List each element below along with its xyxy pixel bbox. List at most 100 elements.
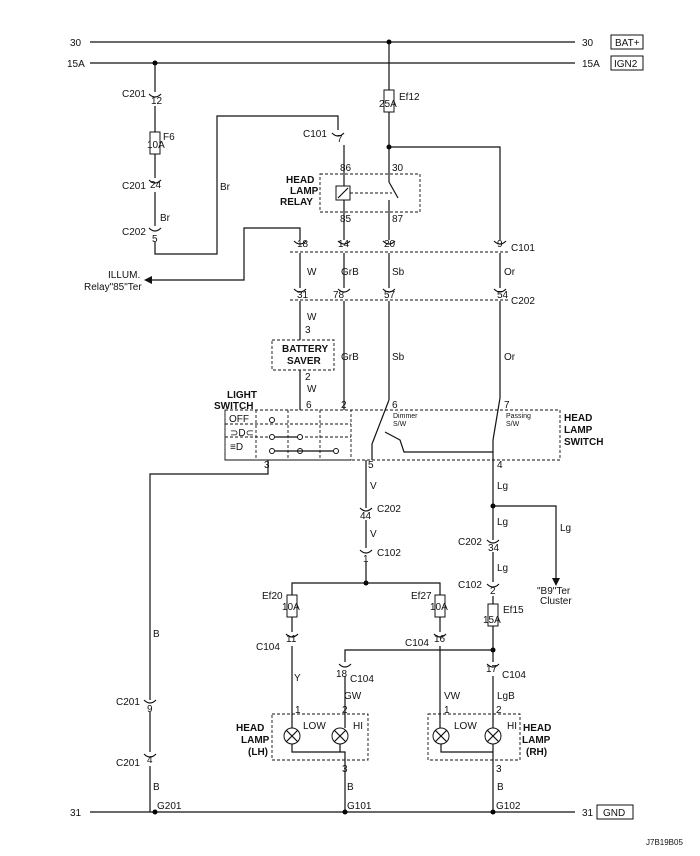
fuse-f6-rating: 10A: [147, 140, 165, 151]
passing-sw-label-2: S/W: [506, 421, 520, 428]
wire-lg-label-3: Lg: [497, 563, 508, 574]
ign2-label: IGN2: [614, 59, 638, 70]
lamp-rh-pin-2: 2: [496, 705, 502, 716]
saver-pin-2: 2: [305, 372, 311, 383]
lamp-lh-title-2: LAMP: [241, 735, 270, 746]
fuse-ef27-name: Ef27: [411, 591, 432, 602]
c201-24-connector: C201: [122, 181, 146, 192]
wire-or-label-1: Or: [504, 267, 516, 278]
c104-17-pin: 17: [486, 664, 498, 675]
c104-16-pin: 16: [434, 634, 446, 645]
c104-connector-c: C104: [350, 674, 374, 685]
fuse-ef15-rating: 15A: [483, 615, 501, 626]
wire-v-label-1: V: [370, 481, 377, 492]
c101-connector-label: C101: [511, 243, 535, 254]
head-lamp-relay: C101 7 86 30 85 87 HEAD LAMP RELAY: [280, 129, 421, 240]
c202-pin-31: 31: [297, 290, 309, 301]
fuse-ef12-rating: 25A: [379, 99, 397, 110]
c202-pin-54: 54: [497, 290, 509, 301]
wire-vw-label: VW: [444, 691, 461, 702]
low-beam-feed: V 44 C202 V C102 1: [291, 460, 441, 595]
wire-v-label-2: V: [370, 529, 377, 540]
gnd-label: GND: [603, 808, 625, 819]
mid-wires: W GrB Sb Or: [299, 253, 516, 288]
lamp-lh-hi-label: HI: [353, 721, 363, 732]
illum-lead: ILLUM. Relay"85"Ter: [84, 227, 301, 293]
high-beam-feed: Lg Lg Lg "B9"Ter Cluster C202 34 Lg C102…: [336, 460, 572, 728]
relay-pin-85: 85: [340, 214, 352, 225]
switch-pin-6-dimmer: 6: [392, 400, 398, 411]
relay-title-1: HEAD: [286, 175, 314, 186]
light-switch-title-1: LIGHT: [227, 390, 257, 401]
fuse-ef12-name: Ef12: [399, 92, 420, 103]
fuse-f6-name: F6: [163, 132, 175, 143]
wire-sb-label-2: Sb: [392, 352, 405, 363]
c102-1-pin: 1: [363, 554, 369, 565]
fuse-ef20-name: Ef20: [262, 591, 283, 602]
battery-saver: BATTERY SAVER 2 W: [271, 339, 335, 410]
fuse-ef27-rating: 10A: [430, 602, 448, 613]
switch-feed-wires: W 3 GrB Sb Or: [299, 301, 516, 410]
c202-pin-57: 57: [384, 290, 396, 301]
illum-label-1: ILLUM.: [108, 270, 140, 281]
lamp-lh-pin-3: 3: [342, 764, 348, 775]
c202-5-pin: 5: [152, 234, 158, 245]
fuse-ef20-branch: Ef20 10A 11 C104 Y: [256, 591, 301, 728]
switch-pin-4: 4: [497, 460, 503, 471]
wire-or-label-2: Or: [504, 352, 516, 363]
lamp-lh-pin-2: 2: [342, 705, 348, 716]
c104-connector-a: C104: [256, 642, 280, 653]
fuse-ef27-branch: Ef27 10A 16 C104 VW: [405, 591, 461, 728]
bat-plus-label: BAT+: [615, 38, 640, 49]
lamp-rh-title-2: LAMP: [522, 735, 551, 746]
wire-b-label-left: B: [153, 629, 160, 640]
lamp-rh-title-3: (RH): [526, 747, 547, 758]
switch-pin-7: 7: [504, 400, 510, 411]
head-lamp-switch-assembly: LIGHT SWITCH HEAD LAMP SWITCH OFF ⊃D⊂ ≡D…: [214, 390, 603, 471]
switch-pin-3: 3: [264, 460, 270, 471]
c202-34-connector: C202: [458, 537, 482, 548]
c202-connector-label: C202: [511, 296, 535, 307]
wire-w-label-3: W: [307, 384, 317, 395]
wire-w-label-2: W: [307, 312, 317, 323]
battery-saver-title-1: BATTERY: [282, 344, 328, 355]
wire-gw-label: GW: [344, 691, 362, 702]
rail-30-right-label: 30: [582, 38, 594, 49]
rail-30-left-label: 30: [70, 38, 82, 49]
rail-15a: 15A 15A IGN2: [67, 55, 644, 71]
c202-44-connector: C202: [377, 504, 401, 515]
c102-2-pin: 2: [490, 586, 496, 597]
c102-connector-b: C102: [458, 580, 482, 591]
wire-b-label-rh: B: [497, 782, 504, 793]
ground-g102: G102: [496, 801, 521, 812]
c101-pin-20: 20: [384, 239, 396, 250]
wire-grb-label-1: GrB: [341, 267, 359, 278]
c101-pin-9: 9: [497, 239, 503, 250]
c104-11-pin: 11: [286, 634, 297, 645]
c104-18-pin: 18: [336, 669, 348, 680]
dimmer-sw-label-1: Dimmer: [393, 413, 418, 420]
wire-br-label-1: Br: [160, 213, 171, 224]
c102-connector-a: C102: [377, 548, 401, 559]
wire-sb-label-1: Sb: [392, 267, 405, 278]
wire-lg-label-2: Lg: [497, 517, 508, 528]
rail-15a-left-label: 15A: [67, 59, 85, 70]
relay-title-3: RELAY: [280, 197, 313, 208]
fuse-ef12-branch: Ef12 25A: [379, 42, 501, 240]
fuse-ef15-name: Ef15: [503, 605, 524, 616]
lamp-rh-hi-label: HI: [507, 721, 517, 732]
wire-w-label-1: W: [307, 267, 317, 278]
relay-pin-86: 86: [340, 163, 352, 174]
cluster-label-1: "B9"Ter: [537, 586, 571, 597]
ground-g101: G101: [347, 801, 372, 812]
head-lamp-rh: HEAD LAMP (RH) 1 2 LOW HI 3 B G102: [427, 705, 551, 812]
relay-pin-30: 30: [392, 163, 404, 174]
hl-switch-title-1: HEAD: [564, 413, 592, 424]
saver-pin-3: 3: [305, 325, 311, 336]
hl-switch-title-3: SWITCH: [564, 437, 603, 448]
c101-pin-18: 18: [297, 239, 309, 250]
position-off-label: OFF: [229, 414, 249, 425]
cluster-label-2: Cluster: [540, 596, 572, 607]
c201-4-connector: C201: [116, 758, 140, 769]
